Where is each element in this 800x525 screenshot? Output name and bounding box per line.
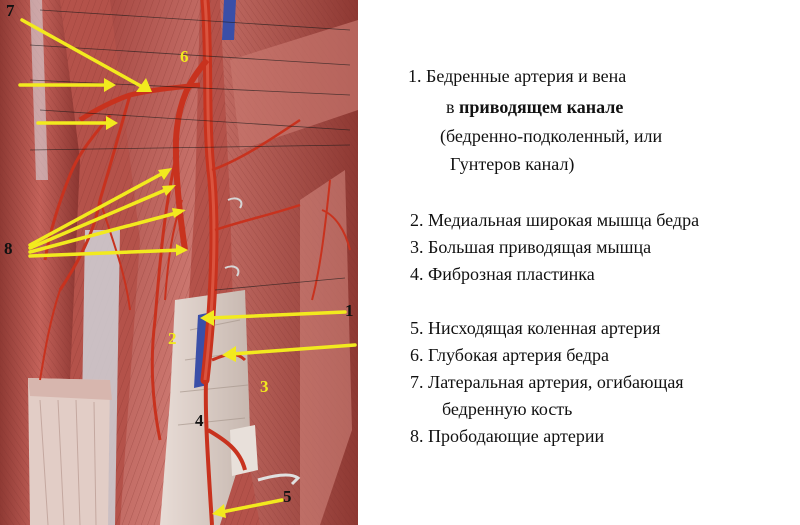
anatomy-illustration: 7 6 8 1 2 3 4 5	[0, 0, 358, 525]
callout-1: 1	[345, 301, 354, 320]
callout-2: 2	[168, 329, 177, 348]
arrow-3-pointer	[230, 343, 357, 356]
legend-item-1-prefix: в	[446, 97, 459, 117]
legend-item-2: 2. Медиальная широкая мышца бедра	[410, 210, 700, 230]
legend-item-1-emphasis: приводящем канале	[459, 97, 624, 117]
legend-item-7-line1: 7. Латеральная артерия, огибающая	[410, 372, 684, 392]
descending-genicular-artery	[203, 379, 247, 525]
legend-item-1-line3: (бедренно-подколенный, или	[440, 126, 663, 146]
arrow-8a	[28, 170, 167, 247]
bone-fragment	[230, 425, 258, 476]
legend-item-8: 8. Прободающие артерии	[410, 426, 605, 446]
leader-lines	[29, 9, 351, 291]
cut-muscle-stump	[28, 378, 110, 525]
callout-7: 7	[6, 1, 15, 20]
legend-item-6: 6. Глубокая артерия бедра	[410, 345, 610, 365]
arrow-5	[220, 498, 284, 514]
callout-5: 5	[283, 487, 292, 506]
arrow-heads	[104, 78, 236, 518]
legend-panel: 1. Бедренные артерия и вена в приводящем…	[400, 0, 800, 525]
arrow-8d	[28, 248, 184, 258]
callout-4: 4	[195, 411, 204, 430]
legend-item-1-number: 1.	[408, 66, 422, 86]
callout-3: 3	[260, 377, 269, 396]
callout-8: 8	[4, 239, 13, 258]
pointer-arrows	[18, 18, 357, 514]
deep-femoral-artery	[172, 58, 210, 251]
legend-item-1-title: 1. Бедренные артерия и вена	[408, 66, 626, 87]
lateral-circumflex-artery	[78, 82, 201, 123]
arrow-8b	[28, 186, 172, 250]
arrow-7	[20, 18, 150, 92]
legend-item-1-text: Бедренные артерия и вена	[426, 66, 627, 86]
legend-item-5: 5. Нисходящая коленная артерия	[410, 318, 661, 338]
arrow-1	[208, 310, 347, 320]
legend-item-7-line2: бедренную кость	[442, 399, 573, 419]
legend-item-3: 3. Большая приводящая мышца	[410, 237, 652, 257]
legend-item-4: 4. Фиброзная пластинка	[410, 264, 595, 284]
thigh-anatomy-drawing	[0, 0, 358, 525]
legend-item-1-line2: в приводящем канале	[446, 97, 623, 118]
legend-item-1-line4: Гунтеров канал)	[450, 154, 575, 174]
arrow-8c	[28, 210, 182, 254]
callout-6: 6	[180, 47, 189, 66]
